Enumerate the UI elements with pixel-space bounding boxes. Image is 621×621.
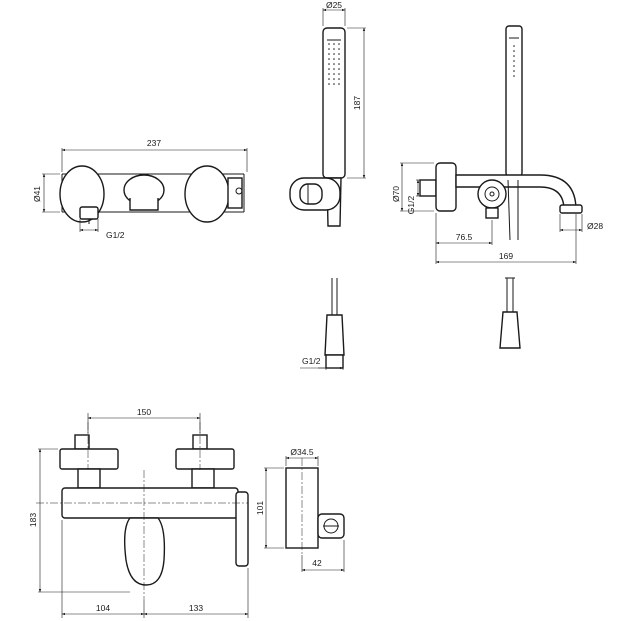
dimension-thread: G1/2 xyxy=(79,219,125,240)
dimension-holder-depth: 42 xyxy=(301,540,345,572)
dim-hose-thread-label: G1/2 xyxy=(302,356,321,366)
side-view-hose-end xyxy=(499,277,521,349)
dim-holder-diameter-label: Ø34.5 xyxy=(290,447,313,457)
dim-right-label: 133 xyxy=(189,603,203,613)
dimension-left-right: 104 133 xyxy=(61,520,249,618)
side-view: Ø70 G1/2 76.5 169 Ø28 xyxy=(391,25,603,349)
dimension-front-height: 183 xyxy=(28,448,130,593)
dim-holder-height-label: 101 xyxy=(255,501,265,515)
dimension-centres: 150 xyxy=(87,407,201,433)
side-view-body xyxy=(419,25,583,241)
hand-shower-view: Ø25 187 G1/2 xyxy=(289,0,366,370)
dimension-total-depth: 169 xyxy=(435,214,577,264)
holder-view: Ø34.5 101 42 xyxy=(255,447,345,572)
hand-shower-hose-end xyxy=(324,278,345,369)
dim-height-label: Ø41 xyxy=(32,186,42,202)
holder-body xyxy=(285,458,345,555)
top-view: 237 Ø41 G1/2 xyxy=(32,138,248,240)
top-view-body xyxy=(59,165,245,224)
dimension-shower-diameter: Ø25 xyxy=(322,0,346,26)
dim-total-depth-label: 169 xyxy=(499,251,513,261)
dim-side-thread-label: G1/2 xyxy=(406,196,416,215)
dim-thread-label: G1/2 xyxy=(106,230,125,240)
front-view: 150 183 104 133 xyxy=(28,407,249,618)
dim-centre-offset-label: 76.5 xyxy=(456,232,473,242)
dimension-hose-thread: G1/2 xyxy=(300,356,344,370)
dim-width-label: 237 xyxy=(147,138,161,148)
dim-holder-depth-label: 42 xyxy=(312,558,322,568)
dimension-centre-offset: 76.5 xyxy=(435,213,493,245)
dim-spout-label: Ø28 xyxy=(587,221,603,231)
dim-flange-label: Ø70 xyxy=(391,186,401,202)
dimension-width: 237 xyxy=(61,138,248,172)
dim-shower-diameter-label: Ø25 xyxy=(326,0,342,10)
side-spray-nozzles xyxy=(513,45,515,77)
dimension-height: Ø41 xyxy=(32,173,60,213)
dimension-flange: Ø70 xyxy=(391,162,434,212)
dimension-spout: Ø28 xyxy=(559,214,603,232)
dimension-side-thread: G1/2 xyxy=(406,179,420,215)
dim-shower-length-label: 187 xyxy=(352,96,362,110)
dim-left-label: 104 xyxy=(96,603,110,613)
dimension-holder-diameter: Ø34.5 xyxy=(285,447,319,466)
dimension-holder-height: 101 xyxy=(255,467,284,549)
spray-nozzles xyxy=(328,43,340,85)
dim-front-height-label: 183 xyxy=(28,513,38,527)
dimension-shower-length: 187 xyxy=(347,27,366,179)
hand-shower-body xyxy=(289,27,346,227)
dim-centres-label: 150 xyxy=(137,407,151,417)
